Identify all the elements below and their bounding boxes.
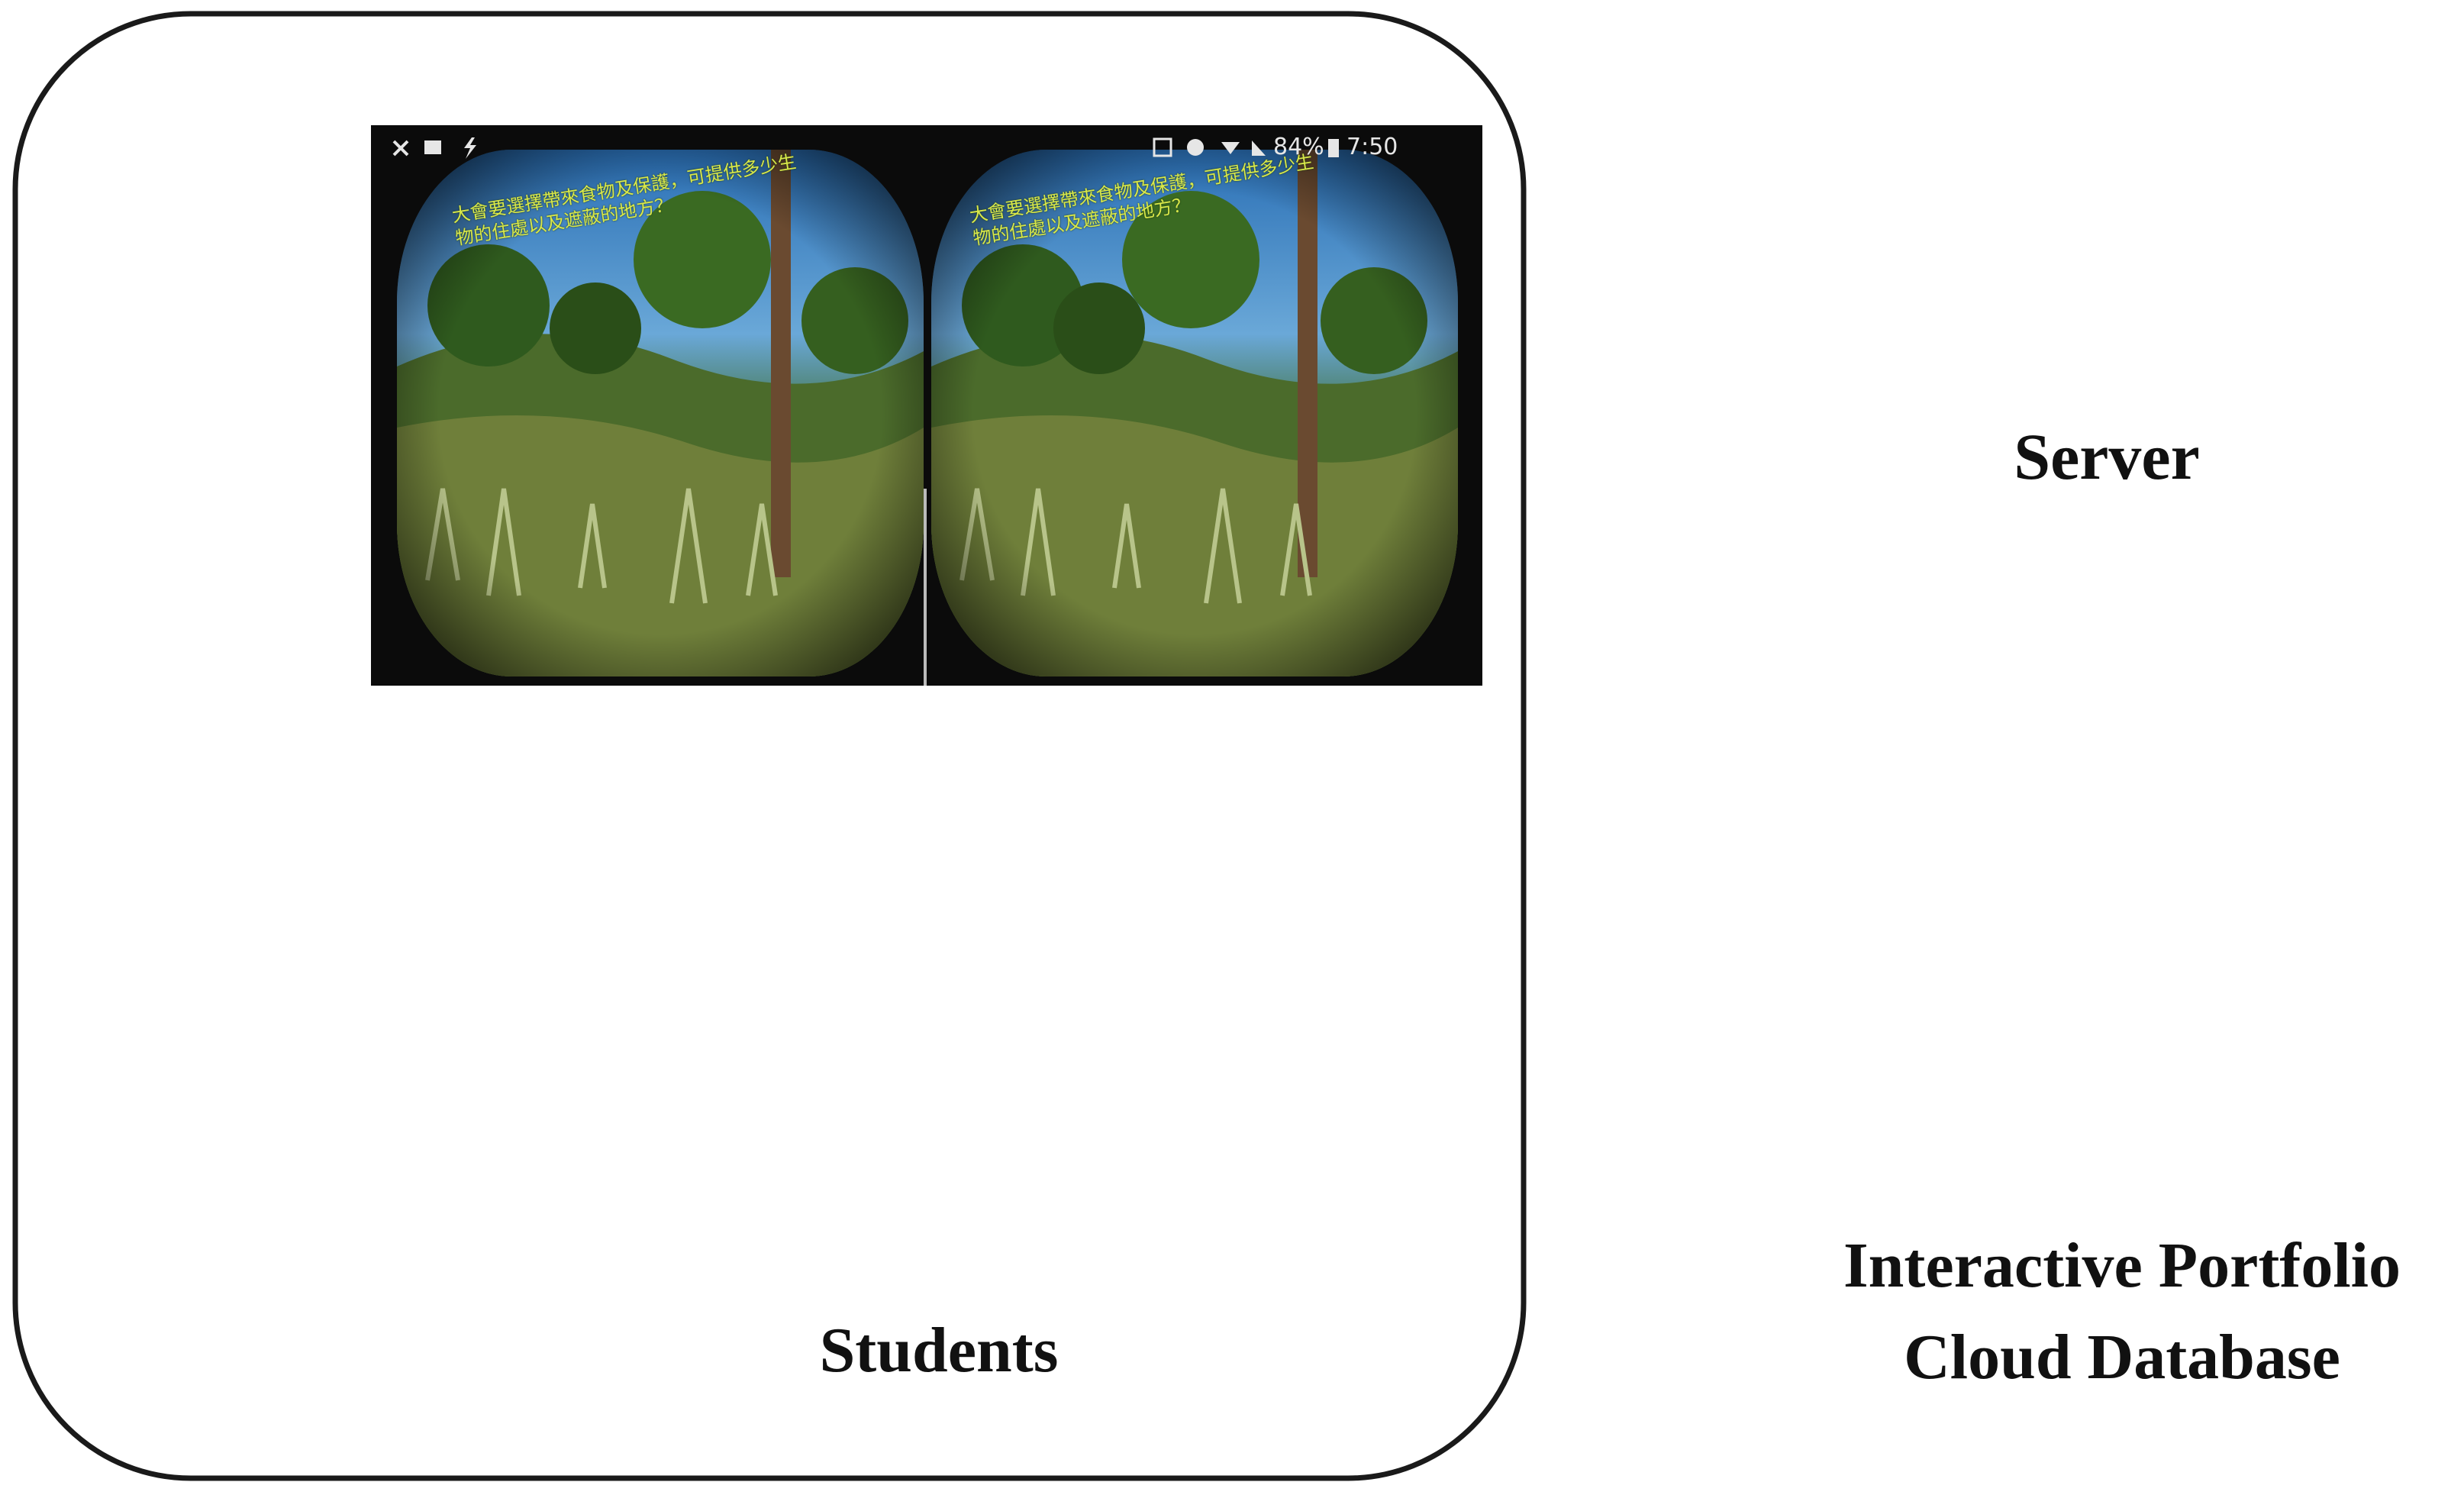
portfolio-label-line1: Interactive Portfolio bbox=[1843, 1230, 2401, 1301]
portfolio-database-label: Interactive Portfolio Cloud Database bbox=[1702, 1220, 2464, 1403]
students-label: Students bbox=[819, 1315, 1059, 1386]
vr-screenshot bbox=[371, 125, 1482, 686]
vr-right-lens bbox=[931, 150, 1458, 676]
server-label: Server bbox=[2014, 420, 2200, 493]
portfolio-label-line2: Cloud Database bbox=[1904, 1322, 2340, 1393]
status-time-text: 7:50 bbox=[1346, 134, 1398, 160]
status-battery-text: 84% bbox=[1273, 134, 1324, 160]
vr-left-lens bbox=[397, 150, 924, 676]
vr-status-icons bbox=[392, 137, 1339, 159]
